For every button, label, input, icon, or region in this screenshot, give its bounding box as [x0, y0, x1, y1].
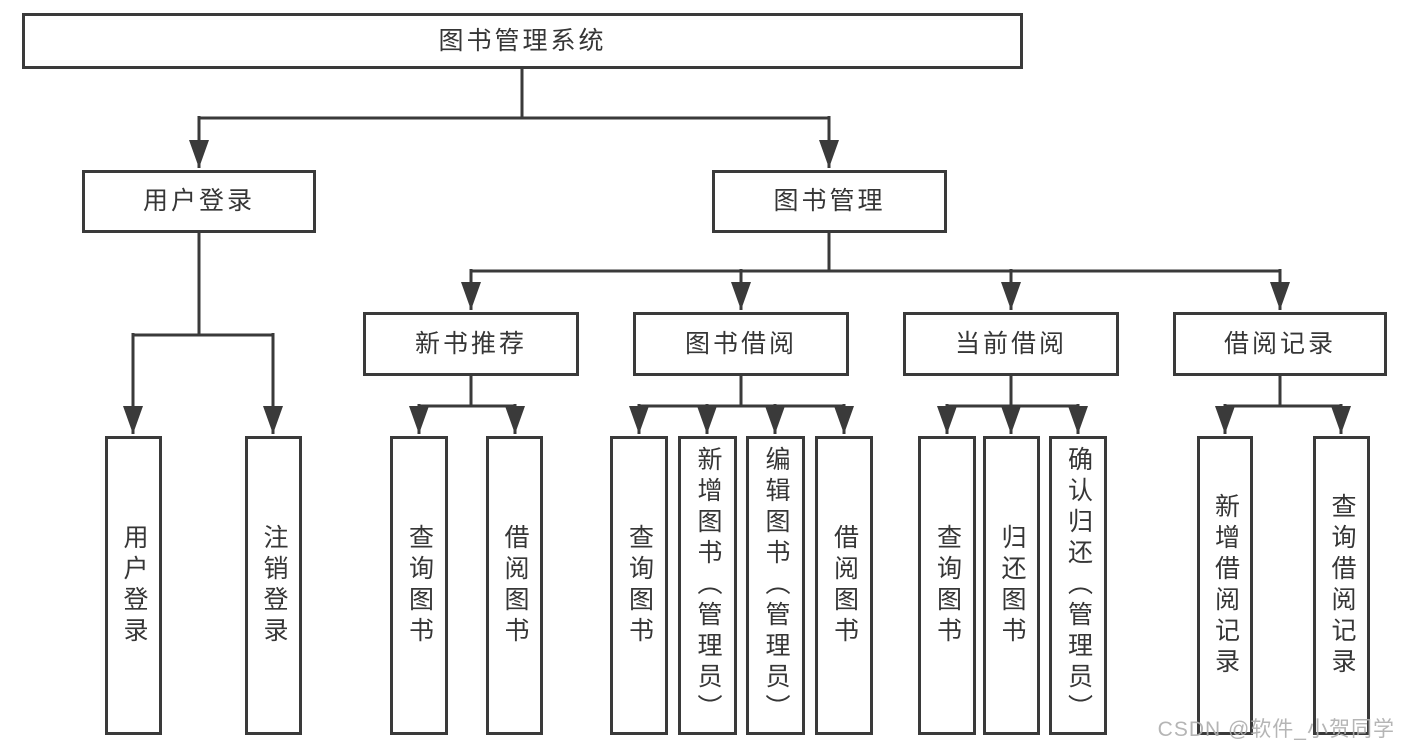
- leaf-br-query-record: 查询借阅记录: [1313, 436, 1370, 735]
- node-book-management: 图书管理: [712, 170, 947, 233]
- leaf-bb-add-books-admin: 新增图书（管理员）: [678, 436, 737, 735]
- node-user-login: 用户登录: [82, 170, 316, 233]
- leaf-user-login: 用户登录: [105, 436, 162, 735]
- leaf-nbr-query-books: 查询图书: [390, 436, 448, 735]
- leaf-cb-query-books: 查询图书: [918, 436, 976, 735]
- node-book-borrow: 图书借阅: [633, 312, 849, 376]
- leaf-cb-return-books: 归还图书: [983, 436, 1040, 735]
- watermark: CSDN @软件_小贺同学: [1157, 718, 1395, 741]
- node-borrow-records: 借阅记录: [1173, 312, 1387, 376]
- leaf-bb-edit-books-admin: 编辑图书（管理员）: [746, 436, 805, 735]
- leaf-bb-borrow-books: 借阅图书: [815, 436, 873, 735]
- node-new-book-recommend: 新书推荐: [363, 312, 579, 376]
- node-root: 图书管理系统: [22, 13, 1023, 69]
- leaf-cb-confirm-return-admin: 确认归还（管理员）: [1049, 436, 1107, 735]
- leaf-logout-login: 注销登录: [245, 436, 302, 735]
- leaf-nbr-borrow-books: 借阅图书: [486, 436, 543, 735]
- leaf-bb-query-books: 查询图书: [610, 436, 668, 735]
- node-current-borrow: 当前借阅: [903, 312, 1119, 376]
- leaf-br-add-record: 新增借阅记录: [1197, 436, 1253, 735]
